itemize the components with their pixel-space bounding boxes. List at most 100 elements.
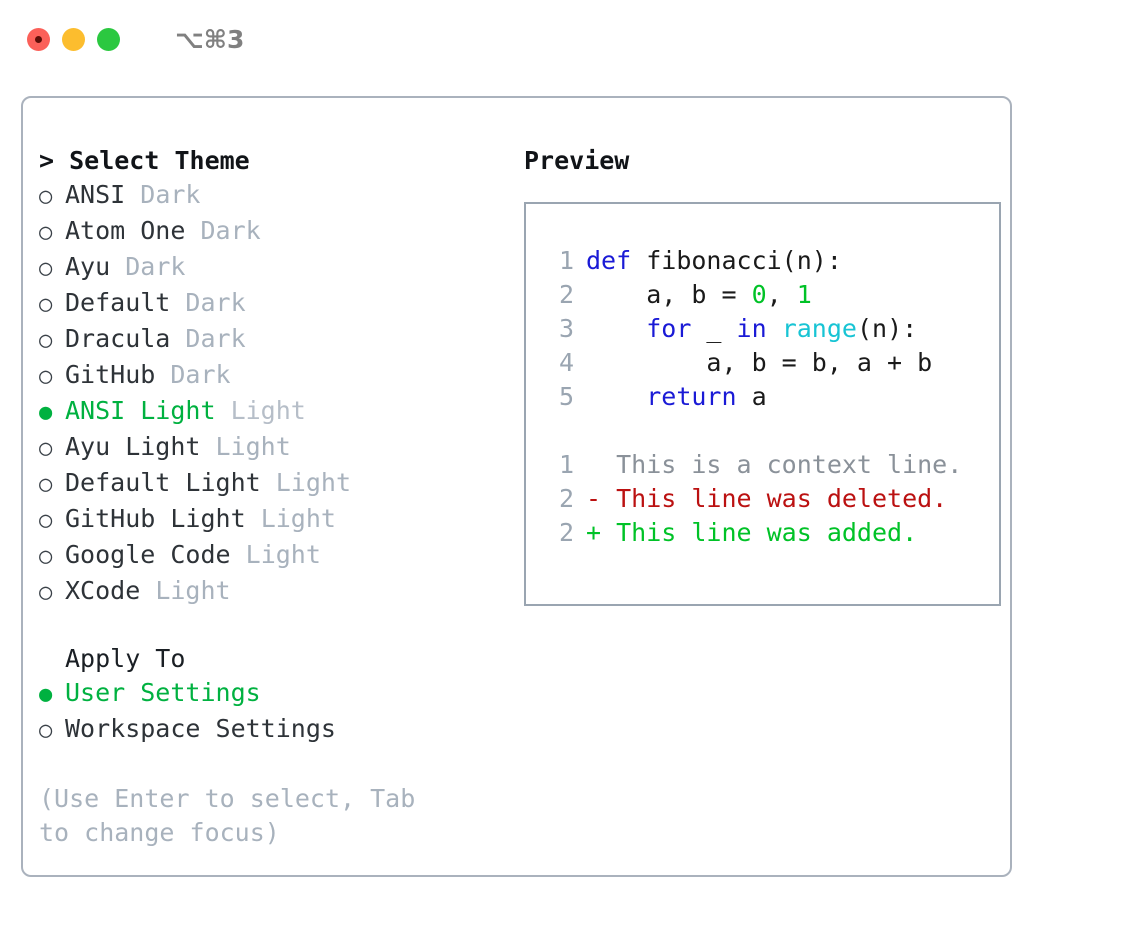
diff-line-add: 2+ This line was added. [544,516,999,550]
theme-picker-window: > Select Theme ○ANSI Dark○Atom One Dark○… [21,96,1012,877]
radio-unselected-icon: ○ [39,292,53,317]
theme-option-label: Default [65,288,171,317]
diff-marker: + [586,518,617,547]
theme-variant-badge: Dark [140,180,201,209]
diff-marker: - [586,484,617,513]
theme-option-default-light[interactable]: ○ Default Light Light [39,466,504,502]
theme-option-label: Ayu [65,252,111,281]
theme-variant-badge: Light [215,432,291,461]
theme-option-github-light[interactable]: ○GitHub Light Light [39,502,504,538]
window-controls [27,27,120,51]
theme-variant-badge: Light [155,576,231,605]
theme-option-ayu[interactable]: ○Ayu Dark [39,250,504,286]
diff-line-del: 2- This line was deleted. [544,482,999,516]
theme-option-label: XCode [65,576,141,605]
diff-line-ctx: 1 This is a context line. [544,448,999,482]
theme-variant-badge: Light [260,504,336,533]
radio-unselected-icon: ○ [39,580,53,605]
line-number: 2 [558,518,574,547]
diff-text: This is a context line. [616,450,963,479]
title-bar: ⌥⌘3 [0,0,1140,78]
theme-variant-badge: Dark [185,324,246,353]
spacer [170,322,185,356]
code-token-kw: return [646,382,737,411]
line-number: 2 [558,484,574,513]
code-token-kw: for [646,314,692,343]
theme-selection-pane: > Select Theme ○ANSI Dark○Atom One Dark○… [39,144,504,869]
maximize-window-button[interactable] [97,27,120,51]
code-text: def fibonacci(n): [586,244,842,278]
select-theme-heading: > Select Theme [39,146,250,175]
radio-unselected-icon: ○ [39,184,53,209]
code-token-plain: _ [691,314,737,343]
theme-option-label: Default Light [65,468,261,497]
code-line: 4 a, b = b, a + b [544,346,999,380]
spacer [140,574,155,608]
radio-unselected-icon: ○ [39,472,53,497]
close-window-button[interactable] [27,27,50,51]
theme-option-label: Dracula [65,324,171,353]
line-number: 5 [558,382,574,411]
theme-option-ansi-light[interactable]: ● ANSI Light Light [39,394,504,430]
theme-option-label: ANSI Light [65,396,216,425]
spacer [231,538,246,572]
spacer [155,358,170,392]
code-text: for _ in range(n): [586,312,917,346]
theme-variant-badge: Light [230,396,306,425]
theme-option-github[interactable]: ○GitHub Dark [39,358,504,394]
code-text: return a [586,380,766,414]
theme-option-xcode[interactable]: ○ XCode Light [39,574,504,610]
code-token-num: 0 [751,280,767,309]
spacer [185,214,200,248]
theme-option-label: Google Code [65,540,231,569]
theme-option-dracula[interactable]: ○Dracula Dark [39,322,504,358]
spacer [39,610,504,642]
theme-variant-badge: Dark [200,216,261,245]
radio-selected-icon: ● [39,400,53,425]
theme-option-ayu-light[interactable]: ○ Ayu Light Light [39,430,504,466]
spacer [216,394,231,428]
line-number: 1 [558,246,574,275]
apply-to-option-label: User Settings [65,678,261,707]
spacer [544,414,999,448]
diff-text: This line was deleted. [616,484,948,513]
radio-unselected-icon: ○ [39,508,53,533]
theme-option-google-code[interactable]: ○ Google Code Light [39,538,504,574]
code-token-plain: a, b = [586,280,752,309]
code-token-fn: fibonacci(n): [646,246,842,275]
apply-to-option-workspace-settings[interactable]: ○Workspace Settings [39,712,504,748]
code-token-num: 1 [796,280,812,309]
apply-to-option-label: Workspace Settings [65,714,336,743]
code-token-kw: in [736,314,767,343]
code-token-plain: (n): [856,314,918,343]
minimize-window-button[interactable] [62,27,85,51]
theme-variant-badge: Light [275,468,351,497]
code-token-plain: , [766,280,797,309]
code-token-plain [586,382,646,411]
apply-to-option-user-settings[interactable]: ●User Settings [39,676,504,712]
radio-unselected-icon: ○ [39,220,53,245]
theme-option-label: Atom One [65,216,186,245]
code-token-bi: range [781,314,857,343]
theme-variant-badge: Light [245,540,321,569]
window-content: > Select Theme ○ANSI Dark○Atom One Dark○… [39,144,1001,869]
spacer [170,286,185,320]
code-token-plain [767,314,782,343]
radio-unselected-icon: ○ [39,364,53,389]
theme-variant-badge: Dark [125,252,186,281]
radio-unselected-icon: ○ [39,544,53,569]
spacer [200,430,215,464]
theme-option-atom-one[interactable]: ○ Atom One Dark [39,214,504,250]
code-text: a, b = b, a + b [586,346,932,380]
keyboard-hint-text: (Use Enter to select, Tab to change focu… [39,784,431,847]
radio-unselected-icon: ○ [39,436,53,461]
theme-option-label: Ayu Light [65,432,201,461]
theme-option-ansi[interactable]: ○ANSI Dark [39,178,504,214]
code-line: 1 def fibonacci(n): [544,244,999,278]
code-token-plain [586,314,646,343]
theme-option-default[interactable]: ○Default Dark [39,286,504,322]
theme-variant-badge: Dark [170,360,231,389]
